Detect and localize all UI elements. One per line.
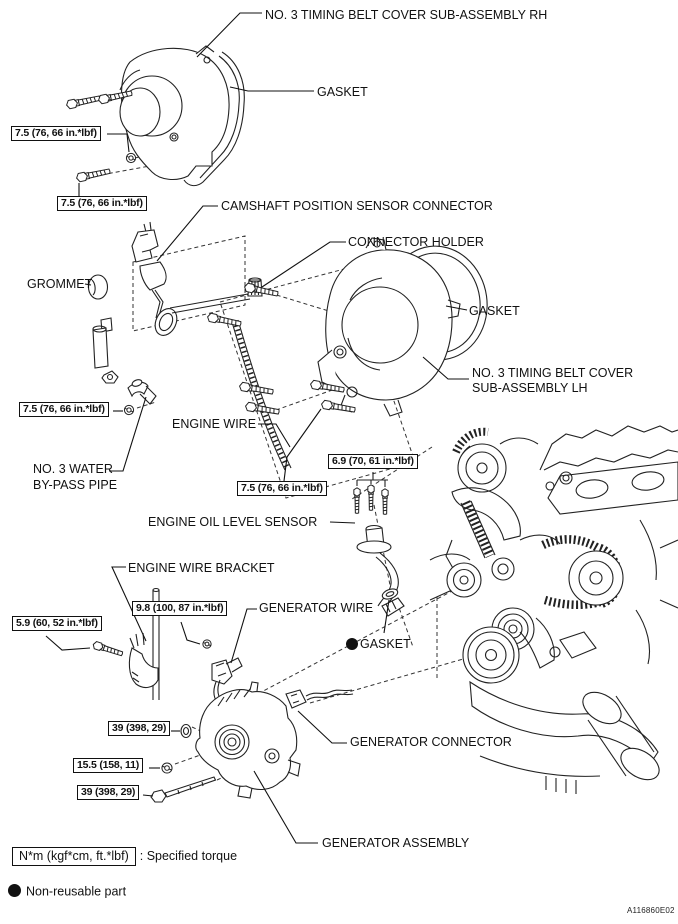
- label-cover-lh-line2: SUB-ASSEMBLY LH: [472, 381, 588, 395]
- torque-legend-desc: : Specified torque: [139, 849, 238, 863]
- torque-box-75-c: 7.5 (76, 66 in.*lbf): [19, 402, 109, 417]
- label-cover-lh-line1: NO. 3 TIMING BELT COVER: [472, 366, 634, 380]
- label-cover-rh: NO. 3 TIMING BELT COVER SUB-ASSEMBLY RH: [265, 8, 548, 22]
- label-water-pipe-line1: NO. 3 WATER: [33, 462, 113, 476]
- torque-box-59: 5.9 (60, 52 in.*lbf): [12, 616, 102, 631]
- torque-legend: N*m (kgf*cm, ft.*lbf): Specified torque: [12, 847, 237, 866]
- non-reusable-dot-icon: [8, 884, 21, 897]
- label-engine-wire-bracket: ENGINE WIRE BRACKET: [128, 561, 275, 575]
- label-generator-wire: GENERATOR WIRE: [259, 601, 374, 615]
- torque-box-69: 6.9 (70, 61 in.*lbf): [328, 454, 418, 469]
- label-grommet: GROMMET: [27, 277, 93, 291]
- torque-box-155: 15.5 (158, 11): [73, 758, 143, 773]
- engine-wire-drawing: [232, 320, 291, 470]
- sensor-parts-drawing: [89, 222, 263, 416]
- engine-block-drawing: [430, 426, 678, 794]
- label-oil-level-sensor: ENGINE OIL LEVEL SENSOR: [148, 515, 318, 529]
- torque-box-39-b: 39 (398, 29): [77, 785, 140, 800]
- torque-legend-box: N*m (kgf*cm, ft.*lbf): [12, 847, 136, 866]
- long-bolt: [151, 777, 216, 802]
- torque-box-75-d: 7.5 (76, 66 in.*lbf): [237, 481, 327, 496]
- torque-box-75-a: 7.5 (76, 66 in.*lbf): [11, 126, 101, 141]
- label-engine-wire: ENGINE WIRE: [172, 417, 257, 431]
- torque-box-75-b: 7.5 (76, 66 in.*lbf): [57, 196, 147, 211]
- torque-box-39-a: 39 (398, 29): [108, 721, 171, 736]
- label-connector-holder: CONNECTOR HOLDER: [348, 235, 484, 249]
- torque-box-98: 9.8 (100, 87 in.*lbf): [132, 601, 228, 616]
- lh-cover-drawing: [206, 238, 495, 416]
- oil-level-sensor-drawing: [353, 472, 404, 616]
- non-reusable-dot-icon: [346, 637, 358, 650]
- generator-drawing: [151, 682, 353, 802]
- label-water-pipe-line2: BY-PASS PIPE: [33, 478, 118, 492]
- label-gasket-nonreusable: GASKET: [346, 637, 411, 651]
- label-generator-assembly: GENERATOR ASSEMBLY: [322, 836, 470, 850]
- label-gasket-rh: GASKET: [317, 85, 368, 99]
- label-generator-connector: GENERATOR CONNECTOR: [350, 735, 512, 749]
- non-reusable-legend: Non-reusable part: [8, 884, 126, 899]
- figure-code: A116860E02: [627, 906, 675, 915]
- label-gasket-lh: GASKET: [469, 304, 520, 318]
- non-reusable-legend-text: Non-reusable part: [26, 884, 127, 899]
- label-camshaft-sensor-connector: CAMSHAFT POSITION SENSOR CONNECTOR: [221, 199, 493, 213]
- rh-cover-drawing: [65, 46, 245, 186]
- leader-lines: [46, 13, 469, 843]
